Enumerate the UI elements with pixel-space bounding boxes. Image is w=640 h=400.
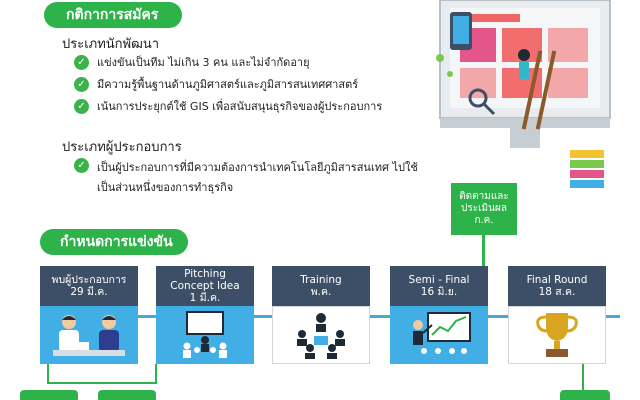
followup-box: ติดตามและ ประเมินผล ก.ค. [451,183,517,235]
developer-heading: ประเภทนักพัฒนา [62,37,160,52]
stage-meeting: พบผู้ประกอบการ 29 มี.ค. [40,266,138,364]
connector [47,364,49,384]
sub-box [20,390,78,400]
check-icon: ✓ [74,99,89,114]
check-icon: ✓ [74,77,89,92]
presentation-icon [183,311,227,358]
connector [47,382,157,384]
meeting-icon [53,315,125,356]
chart-presentation-icon [413,312,471,354]
website-illustration [436,0,611,188]
check-icon: ✓ [74,158,89,173]
business-item: ✓ เป็นผู้ประกอบการที่มีความต้องการนำเทคโ… [74,158,434,198]
connector [582,364,584,390]
stage-semifinal: Semi - Final 16 มิ.ย. [390,266,488,364]
business-heading: ประเภทผู้ประกอบการ [62,140,182,155]
followup-connector [482,235,485,266]
training-icon [297,313,345,359]
stage-training: Training พ.ค. [272,266,370,364]
check-icon: ✓ [74,55,89,70]
developer-item: ✓ เน้นการประยุกต์ใช้ GIS เพื่อสนับสนุนธุ… [74,99,382,114]
developer-item: ✓ มีความรู้พื้นฐานด้านภูมิศาสตร์และภูมิส… [74,77,358,92]
developer-item: ✓ แข่งขันเป็นทีม ไม่เกิน 3 คน และไม่จำกั… [74,55,310,70]
stage-final: Final Round 18 ส.ค. [508,266,606,364]
schedule-title: กำหนดการแข่งขัน [40,229,188,255]
connector [155,364,157,384]
stage-pitching: Pitching Concept Idea 1 มี.ค. [156,266,254,364]
trophy-icon [536,313,578,357]
rules-title: กติกาการสมัคร [44,2,182,28]
sub-box [98,390,156,400]
sub-box [560,390,610,400]
